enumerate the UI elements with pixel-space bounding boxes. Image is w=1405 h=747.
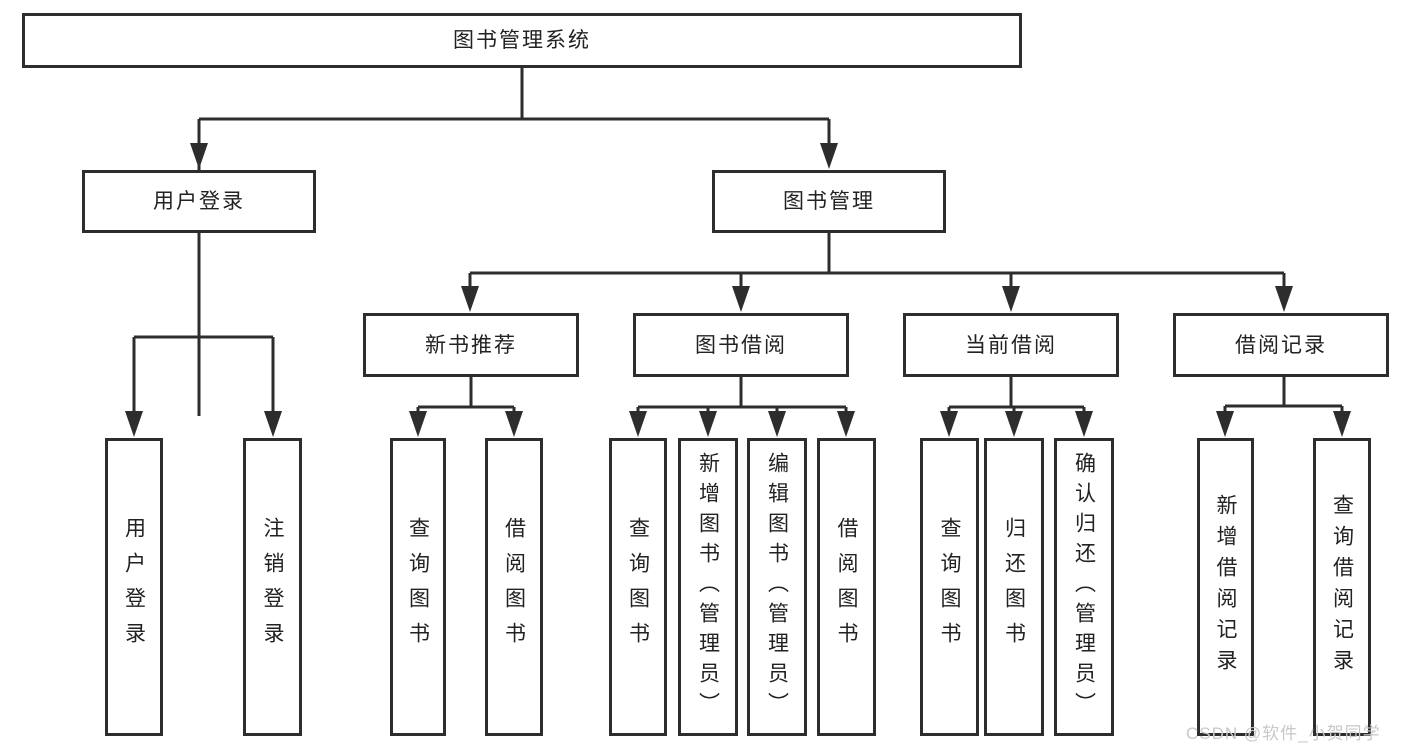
leaf-add-borrow-record: 新增借阅记录	[1197, 438, 1254, 736]
csdn-watermark: CSDN @软件_小贺同学	[1186, 724, 1381, 743]
leaf-add-books-admin: 新增图书（管理员）	[678, 438, 738, 736]
leaf-logout: 注销登录	[243, 438, 302, 736]
node-book-management: 图书管理	[712, 170, 946, 233]
leaf-user-login: 用户登录	[105, 438, 163, 736]
node-book-borrow: 图书借阅	[633, 313, 849, 377]
leaf-return-books: 归还图书	[984, 438, 1044, 736]
leaf-edit-books-admin: 编辑图书（管理员）	[747, 438, 807, 736]
node-library-management-system: 图书管理系统	[22, 13, 1022, 68]
node-user-login: 用户登录	[82, 170, 316, 233]
leaf-query-books-borrow: 查询图书	[609, 438, 667, 736]
leaf-query-books-current: 查询图书	[920, 438, 979, 736]
leaf-query-borrow-record: 查询借阅记录	[1313, 438, 1371, 736]
node-borrow-records: 借阅记录	[1173, 313, 1389, 377]
leaf-borrow-books: 借阅图书	[817, 438, 876, 736]
connector-paths	[132, 67, 1344, 416]
node-current-borrow: 当前借阅	[903, 313, 1119, 377]
node-new-book-recommend: 新书推荐	[363, 313, 579, 377]
arrowhead-icons	[125, 143, 1351, 437]
leaf-confirm-return-admin: 确认归还（管理员）	[1054, 438, 1114, 736]
leaf-query-books-recommend: 查询图书	[390, 438, 446, 736]
leaf-borrow-books-recommend: 借阅图书	[485, 438, 543, 736]
